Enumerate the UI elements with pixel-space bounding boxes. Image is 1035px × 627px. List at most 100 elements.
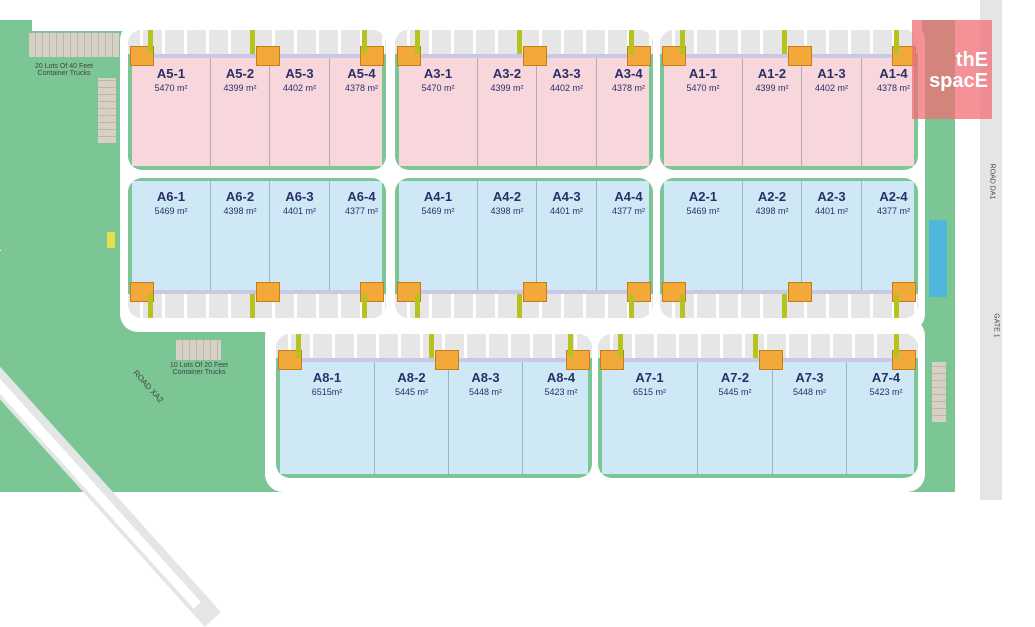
unit-a2-3[interactable]: A2-3 4401 m²: [802, 181, 862, 290]
corridor: [300, 358, 568, 364]
canopy-post: [250, 30, 255, 54]
canopy-post: [568, 334, 573, 358]
canopy-post: [415, 30, 420, 54]
unit-area: 6515 m²: [632, 387, 667, 397]
sw-corner: [0, 250, 1, 251]
unit-area: 4401 m²: [814, 206, 849, 216]
loading-dock: [128, 30, 386, 54]
unit-area: 4398 m²: [223, 206, 257, 216]
unit-label: A7-1: [635, 370, 664, 385]
office-module: [523, 46, 547, 66]
unit-label: A5-2: [225, 66, 255, 81]
truck-lot-large-label: 20 Lots Of 40 Feet Container Trucks: [35, 63, 93, 77]
gate-1-label: GATE 1: [992, 313, 1000, 338]
unit-a5-4[interactable]: A5-4 4378 m²: [330, 58, 386, 166]
truck-parking-east: [932, 362, 946, 422]
office-module: [256, 46, 280, 66]
unit-label: A1-3: [817, 66, 846, 81]
unit-a6-3[interactable]: A6-3 4401 m²: [270, 181, 330, 290]
canopy-post: [296, 334, 301, 358]
unit-label: A5-4: [347, 66, 376, 81]
canopy-post: [680, 30, 685, 54]
road-da1: [980, 0, 1002, 500]
office-module: [523, 282, 547, 302]
unit-label: A3-1: [423, 66, 453, 81]
road-da1-label: ROAD DA1: [988, 163, 996, 200]
unit-label: A3-3: [552, 66, 581, 81]
canopy-post: [629, 294, 634, 318]
unit-area: 5470 m²: [686, 83, 720, 93]
truck-lot-small-label: 10 Lots Of 20 Feet Container Trucks: [170, 362, 228, 376]
canopy-post: [618, 334, 623, 358]
unit-area: 4399 m²: [755, 83, 789, 93]
canopy-post: [680, 294, 685, 318]
unit-label: A2-4: [879, 189, 908, 204]
unit-label: A7-4: [871, 370, 901, 385]
canopy-post: [415, 294, 420, 318]
canopy-post: [629, 30, 634, 54]
unit-a6-2[interactable]: A6-2 4398 m²: [211, 181, 270, 290]
unit-label: A8-1: [312, 370, 342, 385]
unit-area: 5445 m²: [718, 387, 752, 397]
unit-area: 5470 m²: [154, 83, 188, 93]
unit-area: 4377 m²: [344, 206, 379, 216]
unit-label: A8-4: [546, 370, 576, 385]
unit-label: A6-3: [285, 189, 314, 204]
unit-a7-1[interactable]: A7-1 6515 m²: [602, 362, 698, 474]
unit-area: 4378 m²: [344, 83, 379, 93]
unit-area: 4401 m²: [282, 206, 317, 216]
unit-a5-1[interactable]: A5-1 5470 m²: [132, 58, 211, 166]
unit-area: 5448 m²: [792, 387, 827, 397]
truck-parking-40ft: [29, 33, 119, 57]
unit-label: A2-1: [688, 189, 718, 204]
corridor: [622, 358, 894, 364]
canopy-post: [429, 334, 434, 358]
office-module: [256, 282, 280, 302]
unit-area: 5469 m²: [421, 206, 455, 216]
canopy-post: [362, 294, 367, 318]
loading-dock: [276, 334, 592, 358]
unit-label: A2-3: [817, 189, 846, 204]
unit-label: A6-2: [225, 189, 255, 204]
office-module: [759, 350, 783, 370]
loading-dock: [395, 30, 653, 54]
unit-area: 4402 m²: [282, 83, 317, 93]
unit-label: A5-1: [156, 66, 186, 81]
